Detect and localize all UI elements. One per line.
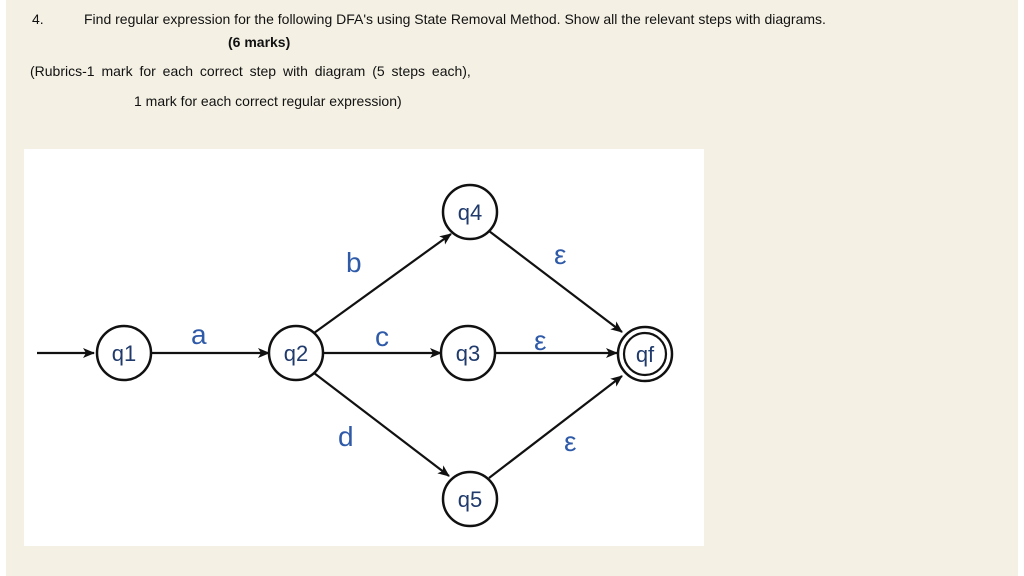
state-q3: q3 xyxy=(439,324,497,382)
edge-label-d: d xyxy=(338,421,354,452)
question-marks: (6 marks) xyxy=(228,34,291,50)
edge-q2-q4 xyxy=(313,233,452,334)
state-qf: qf xyxy=(616,325,674,383)
dfa-diagram: a b c d ε ε ε q1 q2 q4 q3 q5 q xyxy=(24,149,704,546)
svg-text:qf: qf xyxy=(636,342,655,367)
question-number: 4. xyxy=(32,11,44,27)
edge-label-c: c xyxy=(375,321,389,352)
rubric-line-1: (Rubrics-1 mark for each correct step wi… xyxy=(30,63,471,79)
svg-text:q3: q3 xyxy=(456,341,480,366)
edge-label-epsilon-q3: ε xyxy=(534,325,546,356)
edge-label-a: a xyxy=(191,319,207,350)
dfa-svg: a b c d ε ε ε q1 q2 q4 q3 q5 q xyxy=(37,183,674,528)
svg-text:q4: q4 xyxy=(458,200,482,225)
rubric-line-2: 1 mark for each correct regular expressi… xyxy=(134,93,402,109)
svg-text:q5: q5 xyxy=(458,487,482,512)
edge-q2-q5 xyxy=(313,372,450,477)
state-q4: q4 xyxy=(441,183,499,241)
question-text: Find regular expression for the followin… xyxy=(84,11,826,27)
state-q1: q1 xyxy=(95,324,153,382)
edge-q5-qf xyxy=(488,375,623,479)
svg-text:q2: q2 xyxy=(284,341,308,366)
edge-label-b: b xyxy=(346,247,362,278)
edge-label-epsilon-q5: ε xyxy=(564,426,576,457)
edge-q4-qf xyxy=(488,230,623,333)
state-q5: q5 xyxy=(441,470,499,528)
svg-text:q1: q1 xyxy=(112,341,136,366)
edge-label-epsilon-q4: ε xyxy=(554,239,566,270)
state-q2: q2 xyxy=(267,324,325,382)
